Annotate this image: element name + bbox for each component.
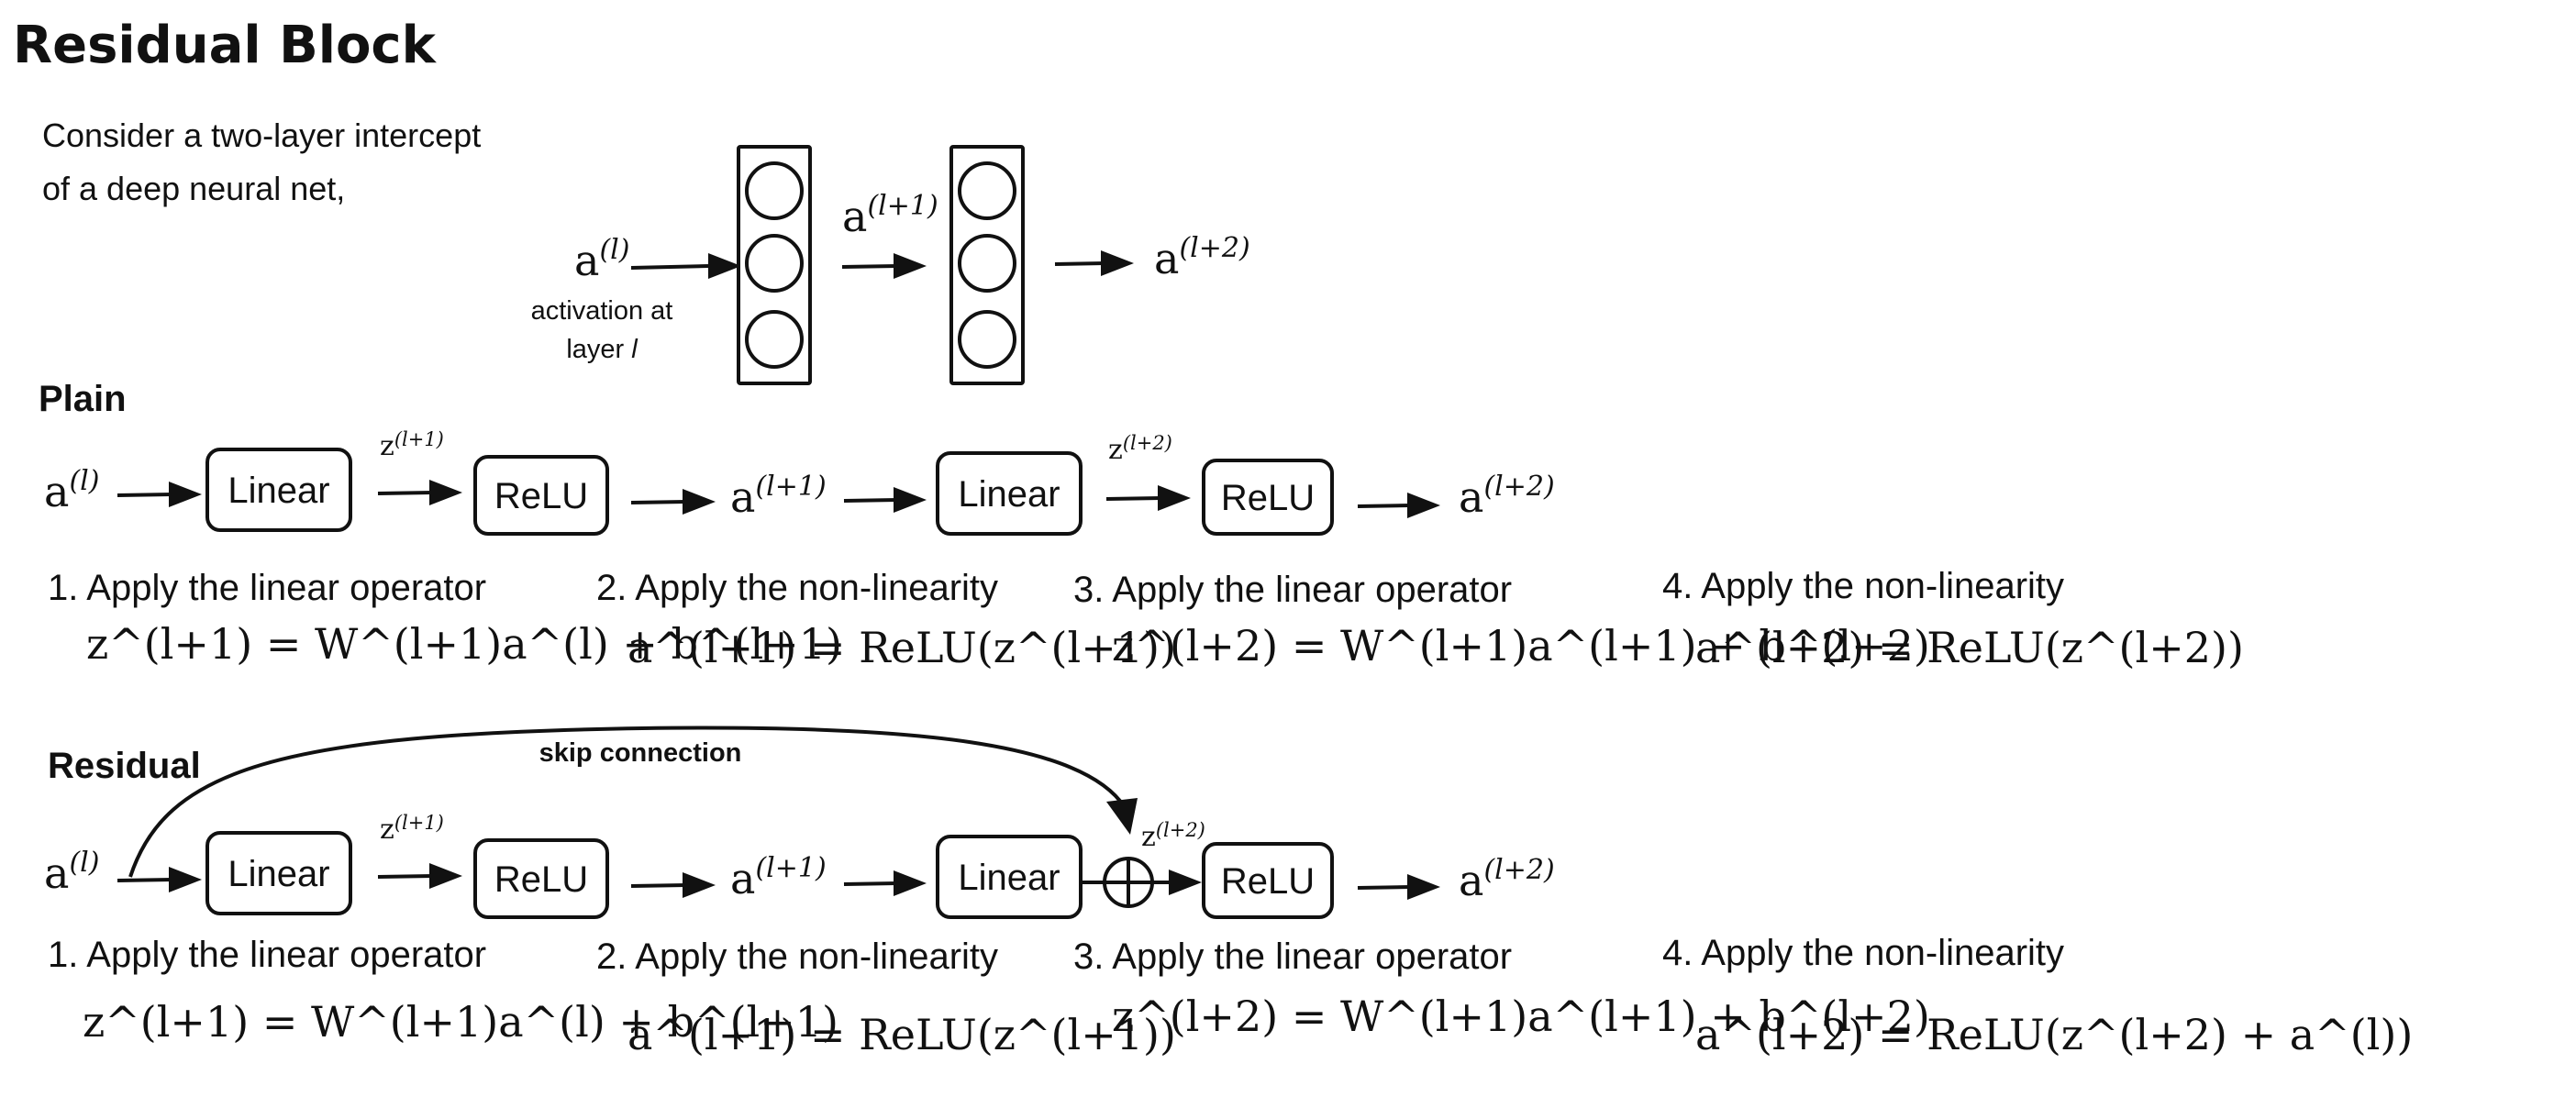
plain-linear-1-box [205, 448, 352, 532]
residual-step-4-equation: a^(l+2) = ReLU(z^(l+2) + a^(l)) [1695, 1010, 2413, 1059]
plain-step-2-equation: a^(l+1) = ReLU(z^(l+1)) [627, 623, 1176, 672]
plain-a-l: a(l) [44, 465, 99, 516]
residual-arrowhead-5 [1169, 870, 1202, 895]
net-arrowhead-3 [1101, 250, 1134, 276]
net-middle-activation: a(l+1) [842, 190, 938, 241]
residual-linear-2-box [936, 835, 1083, 919]
network-illustration: a(l) a(l+1) a(l+2) activation at layer l [531, 145, 1250, 385]
plain-step-1-label: 1. Apply the linear operator [48, 568, 486, 608]
residual-step-2-equation: a^(l+1) = ReLU(z^(l+1)) [627, 1010, 1176, 1059]
plain-relu-2-label: ReLU [1221, 478, 1315, 518]
plain-steps: 1. Apply the linear operator z^(l+1) = W… [48, 566, 2244, 672]
plain-arrowhead-6 [1407, 493, 1440, 518]
net-arrow-2 [841, 264, 898, 269]
residual-arrowhead-2 [429, 863, 462, 889]
skip-connection-arc [128, 726, 1127, 878]
residual-step-1-equation: z^(l+1) = W^(l+1)a^(l) + b^(l+1) [83, 997, 838, 1047]
net-input-activation: a(l) [574, 234, 629, 285]
residual-step-1-label: 1. Apply the linear operator [48, 935, 486, 975]
residual-a-l1: a(l+1) [730, 852, 827, 903]
layer-1-neuron-3 [745, 310, 804, 369]
plain-relu-1-label: ReLU [494, 476, 588, 516]
plain-step-2-label: 2. Apply the non-linearity [596, 568, 998, 608]
layer-2-neuron-2 [958, 234, 1016, 293]
plain-linear-2-box [936, 451, 1083, 536]
residual-steps: 1. Apply the linear operator z^(l+1) = W… [48, 933, 2413, 1059]
page-title: Residual Block [13, 16, 438, 75]
plain-z-l2: z(l+2) [1108, 432, 1172, 466]
intro-line-1: Consider a two-layer intercept [42, 116, 481, 154]
skip-connection-arrowhead [1106, 798, 1138, 835]
residual-linear-1-label: Linear [228, 854, 329, 894]
activation-caption-line-1: activation at [531, 296, 673, 326]
plain-step-3-equation: z^(l+2) = W^(l+1)a^(l+1) + b^(l+2) [1112, 621, 1930, 670]
residual-relu-2-label: ReLU [1221, 861, 1315, 902]
activation-caption-line-2: layer l [566, 335, 638, 364]
residual-linear-2-label: Linear [958, 858, 1060, 898]
residual-linear-1-box [205, 831, 352, 915]
plain-relu-1-box [473, 455, 609, 536]
plain-relu-2-box [1202, 459, 1334, 536]
plain-heading: Plain [39, 379, 127, 419]
residual-arrowhead-4 [894, 870, 927, 896]
intro-line-2: of a deep neural net, [42, 170, 345, 207]
residual-step-4-label: 4. Apply the non-linearity [1662, 933, 2064, 973]
layer-2-neuron-1 [958, 161, 1016, 220]
plain-arrowhead-1 [169, 482, 202, 507]
residual-a-l2: a(l+2) [1459, 854, 1555, 905]
residual-arrowhead-3 [683, 872, 716, 898]
plain-flow: a(l) Linear z(l+1) ReLU a(l+1) Linear z(… [44, 428, 1555, 536]
net-arrowhead-1 [708, 253, 741, 279]
plain-a-l1: a(l+1) [730, 471, 827, 522]
residual-arrowhead-6 [1407, 874, 1440, 900]
net-arrowhead-2 [894, 253, 927, 279]
plain-a-l2: a(l+2) [1459, 471, 1555, 522]
net-output-activation: a(l+2) [1154, 232, 1250, 283]
residual-z-l2: z(l+2) [1141, 819, 1205, 853]
residual-heading: Residual [48, 746, 201, 786]
residual-relu-1-label: ReLU [494, 859, 588, 900]
residual-z-l1: z(l+1) [380, 812, 444, 846]
net-arrow-1 [630, 264, 709, 270]
plain-step-3-label: 3. Apply the linear operator [1073, 570, 1512, 610]
plain-linear-1-label: Linear [228, 471, 329, 511]
plain-arrowhead-5 [1158, 485, 1191, 511]
residual-step-3-label: 3. Apply the linear operator [1073, 936, 1512, 977]
skip-connection-label: skip connection [539, 738, 742, 768]
residual-arrowhead-1 [169, 867, 202, 892]
residual-step-3-equation: z^(l+2) = W^(l+1)a^(l+1) + b^(l+2) [1112, 992, 1930, 1041]
plain-z-l1: z(l+1) [380, 428, 444, 462]
residual-relu-2-box [1202, 842, 1334, 919]
residual-step-2-label: 2. Apply the non-linearity [596, 936, 998, 977]
plain-arrowhead-2 [429, 480, 462, 505]
plain-step-1-equation: z^(l+1) = W^(l+1)a^(l) + b^(l+1) [86, 619, 842, 669]
plain-arrowhead-3 [683, 489, 716, 515]
layer-1-neuron-1 [745, 161, 804, 220]
residual-flow: skip connection a(l) Linear z(l+1) ReLU … [44, 726, 1555, 919]
residual-relu-1-box [473, 838, 609, 919]
residual-a-l: a(l) [44, 847, 99, 898]
plain-step-4-equation: a^(l+2) = ReLU(z^(l+2)) [1695, 623, 2244, 672]
layer-2-neuron-3 [958, 310, 1016, 369]
layer-1-neuron-2 [745, 234, 804, 293]
net-arrow-3 [1054, 261, 1105, 266]
plain-linear-2-label: Linear [958, 474, 1060, 515]
plain-step-4-label: 4. Apply the non-linearity [1662, 566, 2064, 606]
plain-arrowhead-4 [894, 487, 927, 513]
